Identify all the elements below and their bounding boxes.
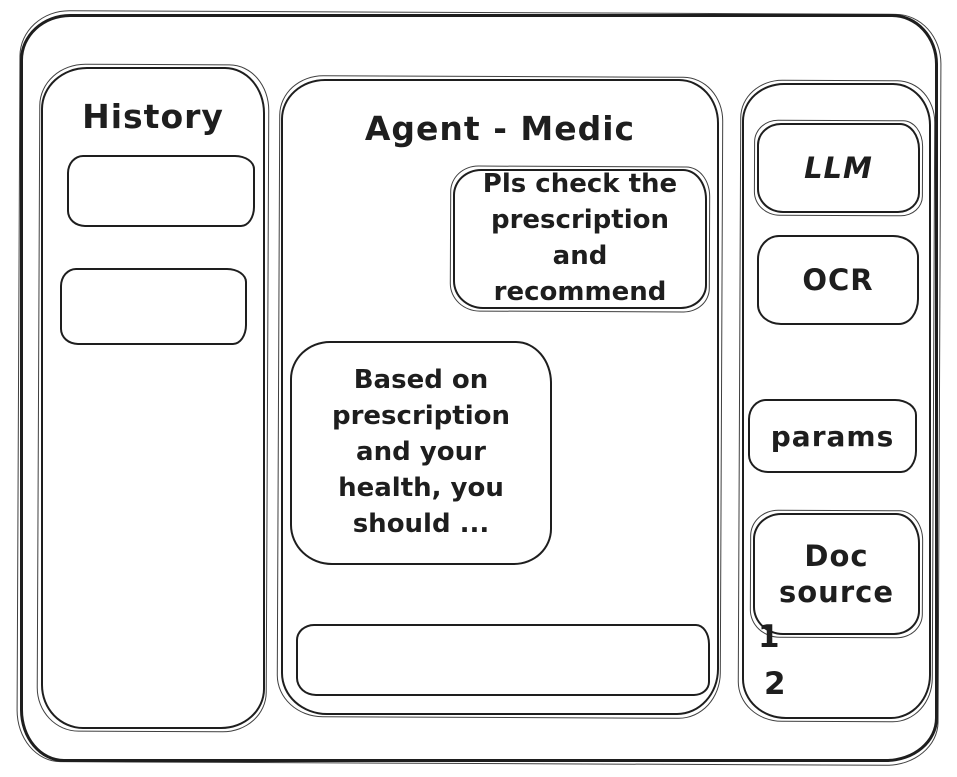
user-message-bubble: Pls check the prescription and recommend: [453, 169, 707, 309]
doc-source-list: 1 2: [758, 619, 786, 703]
params-button[interactable]: params: [748, 399, 917, 473]
chat-panel: Agent - Medic Pls check the prescription…: [281, 79, 719, 715]
assistant-message-bubble: Based on prescription and your health, y…: [290, 341, 552, 565]
app-window-frame: History Agent - Medic Pls check the pres…: [20, 14, 938, 762]
doc-source-item[interactable]: 2: [764, 666, 786, 703]
history-item[interactable]: [60, 268, 247, 345]
doc-source-item[interactable]: 1: [758, 619, 780, 655]
llm-button[interactable]: LLM: [757, 123, 920, 213]
history-title: History: [82, 97, 224, 136]
tools-panel: LLM OCR params Doc source 1 2: [742, 83, 931, 719]
chat-title: Agent - Medic: [364, 109, 636, 148]
history-item[interactable]: [67, 155, 255, 227]
history-panel: History: [41, 67, 265, 729]
doc-source-button[interactable]: Doc source: [753, 513, 920, 635]
chat-input[interactable]: [296, 624, 710, 696]
ocr-button[interactable]: OCR: [757, 235, 919, 325]
